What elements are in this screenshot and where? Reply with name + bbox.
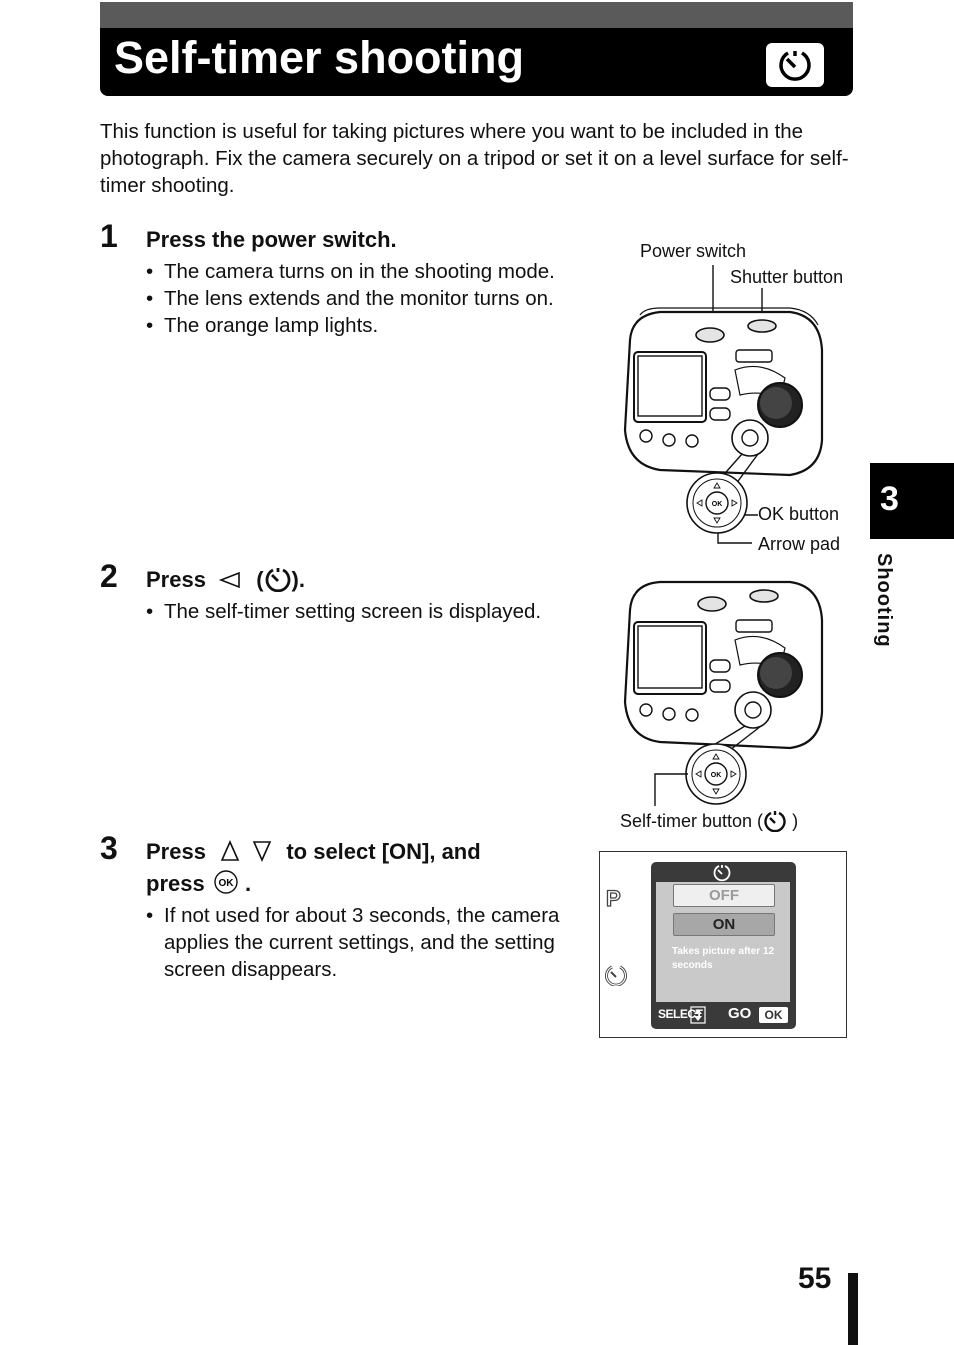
chapter-label: Shooting <box>873 553 895 648</box>
step-3-period: . <box>244 871 252 896</box>
self-timer-button-label: Self-timer button ( ) <box>620 808 798 833</box>
step-3-press: Press <box>146 839 206 864</box>
page-number: 55 <box>798 1262 832 1295</box>
page-title: Self-timer shooting <box>114 32 525 83</box>
step-3-number: 3 <box>100 830 118 866</box>
step-3-bullets: If not used for about 3 seconds, the cam… <box>146 902 571 983</box>
list-item: The orange lamp lights. <box>146 312 571 339</box>
lcd-message: Takes picture after 12 seconds <box>672 946 775 971</box>
step-2-press: Press <box>146 567 206 592</box>
self-timer-icon <box>265 568 290 593</box>
shutter-button-label: Shutter button <box>730 267 844 287</box>
list-item: The lens extends and the monitor turns o… <box>146 285 571 312</box>
camera-illustration-2: OK <box>623 580 824 806</box>
step-3-press-2: press <box>146 871 205 896</box>
self-timer-icon <box>713 865 731 882</box>
select-hint: SELECT <box>658 1007 703 1021</box>
chapter-tab <box>870 463 954 539</box>
shooting-mode-indicator: P <box>605 885 621 911</box>
power-switch-label: Power switch <box>640 241 747 261</box>
ok-hint: OK <box>759 1007 788 1023</box>
go-hint: GO <box>728 1005 752 1022</box>
page-number-bar <box>848 1273 858 1345</box>
step-1-heading: Press the power switch. <box>146 227 397 252</box>
step-2-heading: Press ( ). <box>146 564 406 596</box>
self-timer-icon <box>764 811 786 833</box>
step-3-heading: Press to select [ON], and press OK . <box>146 836 576 900</box>
step-2-bullets: The self-timer setting screen is display… <box>146 598 586 625</box>
option-off: OFF <box>673 884 775 907</box>
self-timer-icon <box>605 965 627 986</box>
ok-glyph-label: OK <box>712 501 723 508</box>
ok-button-label: OK button <box>758 504 840 524</box>
camera-illustration: OK <box>623 265 824 544</box>
ok-button-icon: OK <box>214 870 238 894</box>
step-1-bullets: The camera turns on in the shooting mode… <box>146 258 571 339</box>
option-on: ON <box>673 913 775 936</box>
self-timer-icon <box>766 43 824 87</box>
arrow-pad-label: Arrow pad <box>758 534 841 554</box>
step-2-close: ). <box>291 567 305 592</box>
ok-glyph-label: OK <box>218 878 234 889</box>
title-banner-stripe <box>100 2 853 28</box>
up-down-arrows-icon <box>690 1006 706 1024</box>
intro-paragraph: This function is useful for taking pictu… <box>100 120 849 197</box>
down-arrow-icon <box>252 841 272 862</box>
list-item: If not used for about 3 seconds, the cam… <box>146 902 571 983</box>
chapter-number: 3 <box>880 480 899 518</box>
list-item: The self-timer setting screen is display… <box>146 598 586 625</box>
up-arrow-icon <box>220 840 240 861</box>
left-arrow-icon <box>218 571 240 589</box>
step-3-select: to select [ON], and <box>286 839 481 864</box>
step-2-number: 2 <box>100 558 118 594</box>
step-1-number: 1 <box>100 218 118 254</box>
ok-glyph-label: OK <box>711 772 722 779</box>
list-item: The camera turns on in the shooting mode… <box>146 258 571 285</box>
